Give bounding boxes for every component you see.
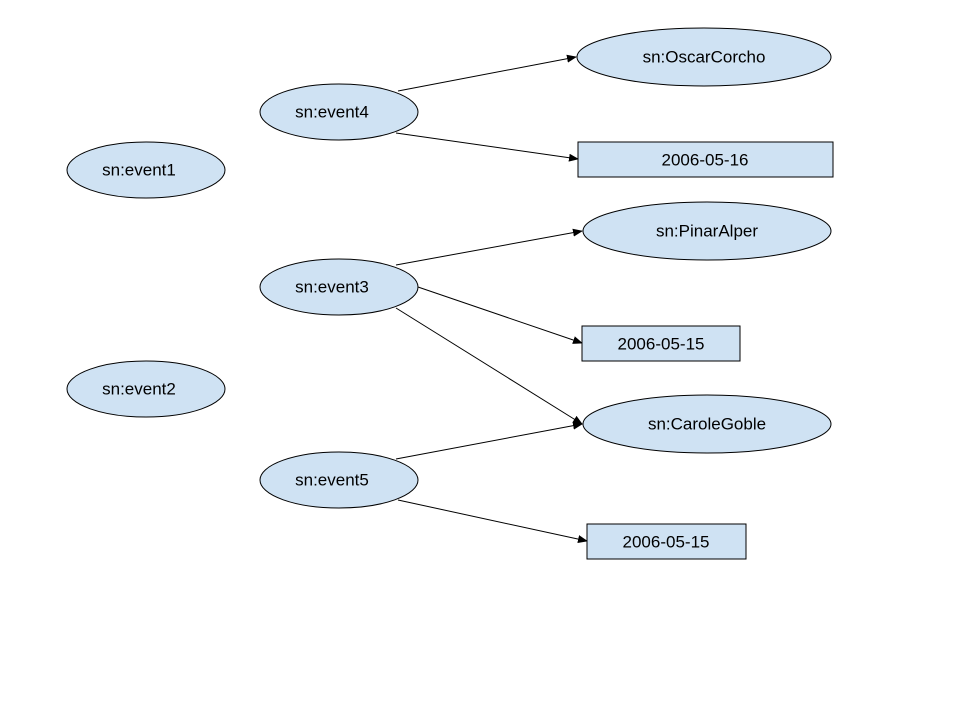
node-pinar-alper[interactable]: sn:PinarAlper <box>582 201 832 261</box>
node-date-2006-05-16-shape <box>577 141 834 178</box>
node-date-2006-05-15-b-label: 2006-05-15 <box>623 533 710 552</box>
node-oscar-corcho[interactable]: sn:OscarCorcho <box>576 27 832 87</box>
node-date-2006-05-15-b-shape <box>586 523 747 560</box>
node-pinar-alper-label: sn:PinarAlper <box>656 222 758 241</box>
node-date-2006-05-16-label: 2006-05-16 <box>662 151 749 170</box>
node-event5-label: sn:event5 <box>295 471 369 490</box>
node-oscar-corcho-shape <box>576 27 832 87</box>
node-event1-label: sn:event1 <box>102 161 176 180</box>
node-event1[interactable]: sn:event1 <box>66 141 226 199</box>
node-event3[interactable]: sn:event3 <box>259 258 419 316</box>
edge-event5-carole <box>395 421 583 460</box>
node-date-2006-05-15-a-shape <box>581 325 741 362</box>
node-carole-goble-shape <box>582 394 832 454</box>
edge-event4-oscar <box>397 54 577 92</box>
nodes-layer: sn:event1 sn:event2 sn:event4 sn:event3 … <box>66 27 834 560</box>
node-event3-shape <box>259 258 419 316</box>
node-carole-goble-label: sn:CaroleGoble <box>648 415 766 434</box>
node-event4-label: sn:event4 <box>295 103 369 122</box>
node-date-2006-05-16[interactable]: 2006-05-16 <box>577 141 834 178</box>
edge-event5-date-0515-b <box>397 499 588 544</box>
edge-event4-date-0516 <box>395 132 579 162</box>
node-event4-shape <box>259 83 419 141</box>
node-event5-shape <box>259 451 419 509</box>
node-event2-shape <box>66 360 226 418</box>
node-date-2006-05-15-a[interactable]: 2006-05-15 <box>581 325 741 362</box>
edge-event3-pinar <box>395 228 583 266</box>
node-oscar-corcho-label: sn:OscarCorcho <box>643 48 766 67</box>
edge-event3-date-0515-a <box>417 286 583 344</box>
node-event4[interactable]: sn:event4 <box>259 83 419 141</box>
node-date-2006-05-15-b[interactable]: 2006-05-15 <box>586 523 747 560</box>
node-event2[interactable]: sn:event2 <box>66 360 226 418</box>
node-date-2006-05-15-a-label: 2006-05-15 <box>618 335 705 354</box>
node-event1-shape <box>66 141 226 199</box>
node-carole-goble[interactable]: sn:CaroleGoble <box>582 394 832 454</box>
edges-layer <box>395 54 588 544</box>
edge-event3-carole <box>395 307 583 425</box>
node-event3-label: sn:event3 <box>295 278 369 297</box>
node-pinar-alper-shape <box>582 201 832 261</box>
node-event5[interactable]: sn:event5 <box>259 451 419 509</box>
node-event2-label: sn:event2 <box>102 380 176 399</box>
